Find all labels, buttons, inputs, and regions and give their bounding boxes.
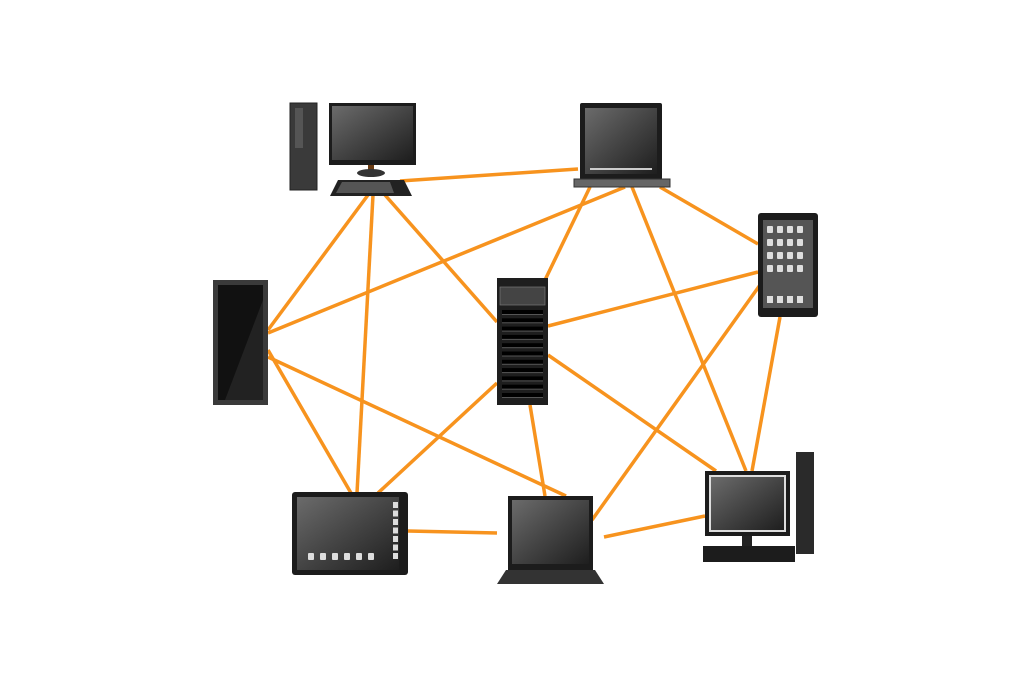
- laptop-icon[interactable]: [497, 496, 604, 584]
- tower-display-icon[interactable]: [213, 280, 268, 405]
- connection-tablet-right-desktop-bottom-right: [750, 316, 782, 472]
- desktop-computer-icon[interactable]: [289, 102, 416, 196]
- connection-server-center-desktop-bottom-right: [547, 353, 717, 473]
- connection-tablet-landscape-laptop-bottom: [407, 529, 498, 535]
- connection-server-center-laptop-bottom: [528, 404, 547, 497]
- connection-tablet-right-laptop-bottom: [590, 283, 762, 522]
- connection-laptop-top-tower-left: [267, 185, 626, 335]
- connection-tablet-right-server-center: [547, 270, 759, 328]
- connection-tower-left-laptop-bottom: [267, 355, 567, 498]
- tablet-landscape-icon[interactable]: [292, 492, 408, 575]
- connection-desktop-top-server-center: [383, 193, 499, 324]
- connection-desktop-top-laptop-top: [399, 167, 579, 183]
- desktop-computer-icon[interactable]: [703, 452, 814, 562]
- connection-laptop-top-desktop-bottom-right: [630, 186, 748, 472]
- connection-laptop-top-server-center: [543, 186, 592, 281]
- connection-server-center-tablet-landscape: [376, 381, 499, 495]
- connection-laptop-top-tablet-right: [659, 185, 759, 246]
- tablet-icon[interactable]: [758, 213, 818, 317]
- connections: [266, 167, 782, 539]
- connection-tower-left-tablet-landscape: [266, 349, 353, 494]
- connection-desktop-top-tower-left: [266, 193, 370, 332]
- server-rack-icon[interactable]: [497, 278, 548, 405]
- connection-laptop-bottom-desktop-bottom-right: [603, 514, 706, 539]
- laptop-icon[interactable]: [573, 103, 671, 188]
- connection-desktop-top-tablet-landscape: [355, 194, 375, 494]
